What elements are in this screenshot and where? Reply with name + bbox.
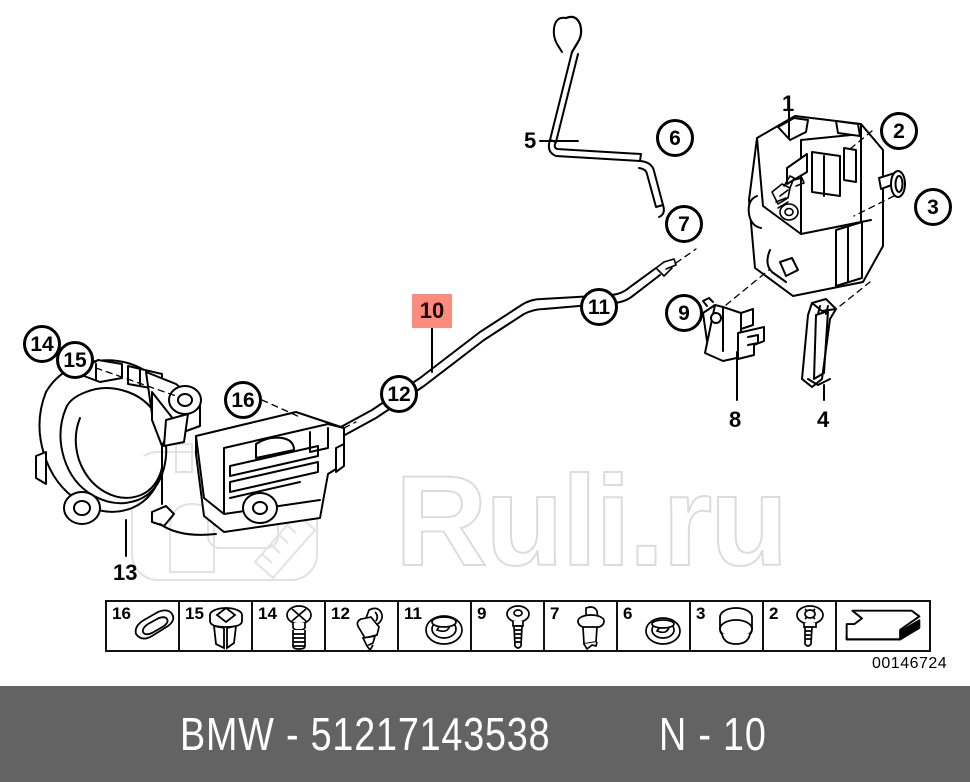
legend-number-3: 3 [696,604,706,623]
leader-line-3 [853,195,895,217]
barbed-retainer-clip-icon [356,607,383,650]
fasteners-legend: 16 15 14 [105,600,931,652]
callout-10-label: 10 [412,294,452,328]
legend-cell-3[interactable]: 3 [691,602,764,650]
legend-number-7: 7 [550,604,560,623]
callout-11-label: 11 [580,288,618,326]
legend-cell-9[interactable]: 9 [472,602,545,650]
footer-part-number: BMW - 51217143538 [179,708,550,760]
washer-grommet-icon [425,615,463,645]
callout-1-label: 1 [782,91,795,116]
callout-13-label: 13 [113,560,138,585]
callout-2-label: 2 [880,112,918,150]
legend-number-16: 16 [112,604,131,623]
callout-3-label: 3 [914,188,952,226]
expanding-rivet-icon [577,606,605,650]
legend-cell-16[interactable]: 16 [107,602,180,650]
callout-16-label: 16 [224,381,262,419]
legend-number-2: 2 [769,604,779,623]
legend-cell-6[interactable]: 6 [618,602,691,650]
leader-line-9b [725,268,771,306]
part-lock-knob-rod [547,15,665,218]
rubber-bushing-icon [719,607,753,645]
diagram-id: 00146724 [872,655,948,672]
callout-14-label: 14 [23,325,61,363]
exploded-parts-drawing [35,15,906,557]
cross-head-screw-icon [286,605,312,650]
callout-4-label: 4 [817,407,830,432]
part-door-lock-actuator [747,115,906,297]
callout-12-label: 12 [380,375,418,413]
legend-number-12: 12 [331,604,350,623]
footer-sheet-label: N - 10 [659,708,767,760]
legend-number-14: 14 [258,604,277,623]
legend-cell-2[interactable]: 2 [764,602,837,650]
callout-9-label: 9 [665,294,703,332]
square-head-clip-icon [209,606,243,650]
legend-cell-11[interactable]: 11 [399,602,472,650]
direction-arrow-icon [845,609,921,641]
leader-line-2 [849,130,873,150]
legend-number-6: 6 [623,604,633,623]
flanged-screw-icon [796,605,824,647]
leader-line-16 [261,399,303,419]
legend-number-9: 9 [477,604,487,623]
leader-line-15 [95,367,177,397]
legend-number-15: 15 [185,604,204,623]
legend-cell-14[interactable]: 14 [253,602,326,650]
part-bowden-cable [291,248,697,441]
callout-5-label: 5 [524,128,537,153]
leader-line-4-dash [839,281,871,307]
legend-cell-arrow[interactable] [837,602,929,650]
legend-cell-12[interactable]: 12 [326,602,399,650]
part-lock-lever [801,298,837,388]
part-door-handle-carrier [35,359,357,536]
legend-cell-7[interactable]: 7 [545,602,618,650]
legend-cell-15[interactable]: 15 [180,602,253,650]
callout-7-label: 7 [665,205,703,243]
footer-bar: BMW - 51217143538 N - 10 [0,686,970,782]
ring-grommet-icon [645,617,681,645]
callout-8-label: 8 [729,407,742,432]
callout-6-label: 6 [656,119,694,157]
callout-15-label: 15 [56,341,94,379]
oval-grommet-icon [134,609,175,640]
part-striker-bracket [702,297,765,362]
self-tapping-screw-icon [506,605,530,649]
legend-number-11: 11 [404,604,422,623]
